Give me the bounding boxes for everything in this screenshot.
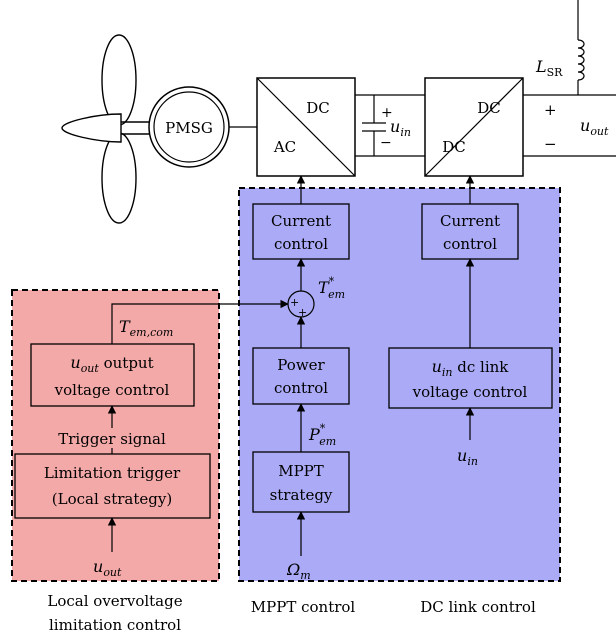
svg-text:+: +	[290, 296, 299, 309]
output-voltage-control-line2: voltage control	[54, 381, 170, 399]
output-wires	[523, 0, 616, 157]
dclink-current-control-line1: Current	[440, 212, 500, 230]
inductor-coil	[577, 39, 585, 81]
converter2-dc-top-label: DC	[477, 99, 501, 117]
control-region	[238, 187, 561, 582]
dclink-voltage-control-line1: uin dc link	[432, 357, 510, 379]
dc-bus-wires	[355, 94, 425, 157]
capacitor-voltage-label: uin	[390, 117, 411, 139]
mppt-current-control-line1: Current	[271, 212, 331, 230]
mppt-current-control-line2: control	[274, 235, 328, 253]
limitation-trigger-line2: (Local strategy)	[52, 490, 172, 508]
power-reference-label: P*em	[308, 422, 336, 448]
svg-text:+: +	[298, 306, 307, 319]
output-minus: −	[544, 135, 557, 153]
dclink-input-label: uin	[457, 446, 478, 468]
power-control-line2: control	[274, 379, 328, 397]
mppt-strategy-line1: MPPT	[278, 462, 324, 480]
capacitor-minus: −	[380, 135, 392, 151]
local-control-caption-line2: limitation control	[49, 616, 181, 634]
converter1-dc-label: DC	[306, 99, 330, 117]
output-voltage-control-line1: uout output	[70, 353, 153, 375]
inductor-label: LSR	[535, 57, 563, 79]
trigger-signal-label: Trigger signal	[58, 430, 166, 448]
dclink-current-control-line2: control	[443, 235, 497, 253]
rotor-speed-input: Ωm	[286, 560, 311, 582]
turbine-blade-bottom	[101, 132, 137, 224]
wind-turbine-icon	[61, 34, 150, 224]
output-voltage-label: uout	[580, 116, 609, 138]
mppt-control-caption: MPPT control	[251, 598, 356, 616]
torque-reference-label: T*em	[318, 275, 345, 301]
ac-dc-converter: DC AC	[256, 77, 356, 177]
converter2-dc-bottom-label: DC	[442, 138, 466, 156]
capacitor-plus: +	[381, 105, 393, 121]
local-control-caption-line1: Local overvoltage	[47, 592, 182, 610]
output-plus: +	[544, 101, 557, 119]
torque-command-label: Tem,com	[119, 317, 173, 339]
converter1-ac-label: AC	[273, 138, 296, 156]
local-input-label: uout	[93, 557, 122, 579]
turbine-nose	[61, 113, 122, 143]
limitation-trigger-line1: Limitation trigger	[44, 464, 181, 482]
dc-dc-converter: DC DC	[424, 77, 524, 177]
dclink-control-caption: DC link control	[420, 598, 536, 616]
power-control-line1: Power	[277, 356, 325, 374]
pmsg-label: PMSG	[165, 119, 213, 137]
mppt-strategy-line2: strategy	[270, 486, 333, 504]
turbine-blade-top	[101, 34, 137, 126]
dclink-voltage-control-line2: voltage control	[412, 383, 528, 401]
